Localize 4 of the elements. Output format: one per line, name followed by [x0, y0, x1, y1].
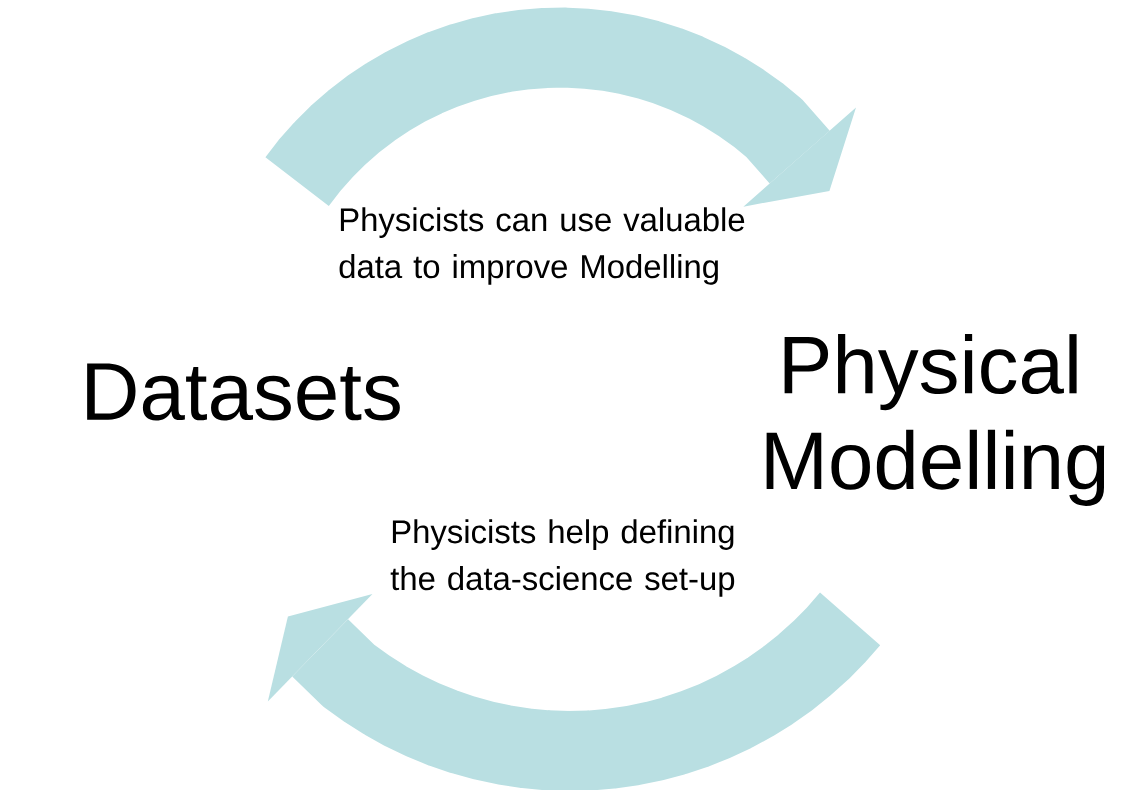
node-label: Physical Modelling [766, 334, 1105, 506]
caption-text: Physicists help defining the data-science set-up [390, 519, 735, 597]
caption-text: Physicists can use valuable data to improve Modelling [339, 207, 745, 285]
node-label: Datasets [87, 363, 400, 421]
